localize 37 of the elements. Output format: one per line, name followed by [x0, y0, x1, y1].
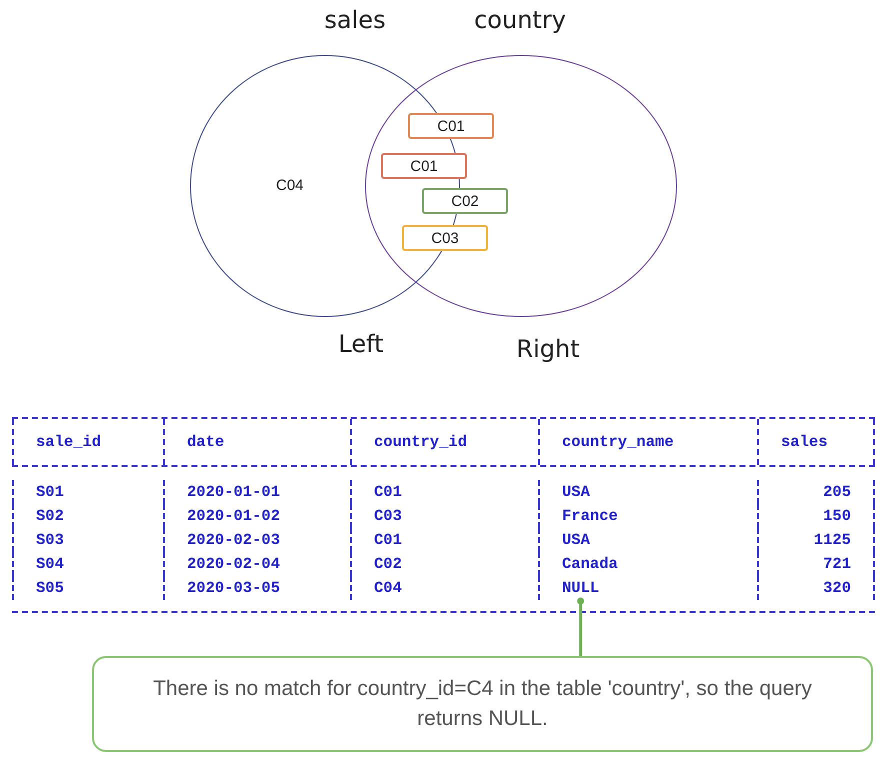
- table-cell: C03: [374, 507, 402, 525]
- table-cell: S02: [36, 507, 64, 525]
- table-cell: C04: [374, 579, 402, 597]
- table-cell: France: [562, 507, 618, 525]
- table-cell: 150: [823, 507, 851, 525]
- set-label: Right: [516, 335, 580, 363]
- table-cell: 2020-02-03: [187, 531, 280, 549]
- table-cell: C02: [374, 555, 402, 573]
- column-header: country_name: [562, 433, 674, 451]
- column-header: sales: [781, 433, 828, 451]
- table-cell: USA: [562, 483, 590, 501]
- table-cell: 1125: [814, 531, 851, 549]
- table-cell: S03: [36, 531, 64, 549]
- table-cell: 2020-01-01: [187, 483, 280, 501]
- table-cell: 2020-03-05: [187, 579, 280, 597]
- table-cell: 320: [823, 579, 851, 597]
- set-title: country: [474, 6, 566, 34]
- table-cell: C01: [374, 531, 402, 549]
- table-cell: S05: [36, 579, 64, 597]
- table-cell: 2020-02-04: [187, 555, 280, 573]
- table-cell: 721: [823, 555, 851, 573]
- leader-line: [577, 598, 584, 656]
- column-header: sale_id: [36, 433, 102, 451]
- table-cell: S04: [36, 555, 64, 573]
- table-cell: 205: [823, 483, 851, 501]
- column-header: date: [187, 433, 224, 451]
- callout-box: There is no match for country_id=C4 in the table 'country', so the query returns NULL.: [92, 656, 873, 752]
- set-label: Left: [338, 330, 384, 358]
- set-title: sales: [324, 6, 386, 34]
- table-cell: C01: [374, 483, 402, 501]
- column-header: country_id: [374, 433, 468, 451]
- table-cell: S01: [36, 483, 64, 501]
- table-cell: 2020-01-02: [187, 507, 280, 525]
- table-cell: NULL: [562, 579, 600, 597]
- key-label: C04: [276, 177, 304, 194]
- table-cell: USA: [562, 531, 590, 549]
- table-cell: Canada: [562, 555, 618, 573]
